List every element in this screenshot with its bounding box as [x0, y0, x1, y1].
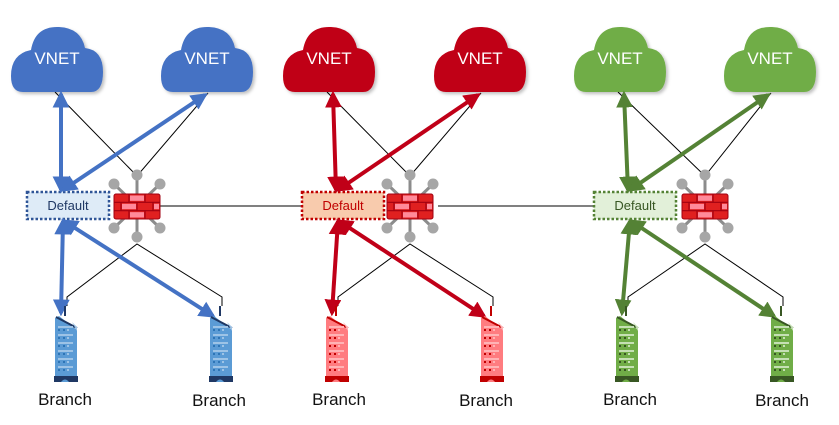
route-table-label: Default	[47, 198, 89, 213]
arrow-vnet2	[335, 93, 481, 192]
vnet-cloud: VNET	[283, 26, 375, 93]
vnet-label: VNET	[184, 49, 229, 68]
branch-label: Branch	[755, 391, 809, 410]
route-table-default[interactable]: Default	[25, 190, 111, 221]
cloud-icon	[724, 26, 816, 93]
vnet-connection-line	[617, 91, 772, 177]
firewall-icon	[108, 169, 166, 243]
cloud-icon	[161, 26, 253, 93]
vnet-cloud: VNET	[574, 26, 666, 93]
vnet-label: VNET	[34, 49, 79, 68]
firewall-icon	[381, 169, 439, 243]
branch-building-icon	[770, 306, 794, 382]
cloud-icon	[574, 26, 666, 93]
vnet-cloud: VNET	[161, 26, 253, 93]
branch-site: Branch	[755, 306, 809, 410]
route-table-default[interactable]: Default	[300, 190, 386, 221]
vnet-cloud: VNET	[434, 26, 526, 93]
branch-connection-line	[66, 243, 223, 306]
branch-site: Branch	[38, 306, 92, 409]
cloud-icon	[434, 26, 526, 93]
arrow-branch1	[324, 217, 346, 317]
branch-connection-line	[337, 243, 494, 306]
branch-site: Branch	[459, 306, 513, 410]
branch-label: Branch	[459, 391, 513, 410]
branch-building-icon	[209, 306, 233, 382]
branch-site: Branch	[192, 306, 246, 410]
route-table-label: Default	[614, 198, 656, 213]
route-arrows	[52, 90, 216, 318]
arrow-branch1	[614, 217, 638, 317]
vnet-connection-line	[326, 91, 482, 177]
vnet-connection-line	[54, 91, 209, 177]
branch-label: Branch	[192, 391, 246, 410]
arrow-vnet1	[616, 90, 636, 194]
arrow-branch2	[628, 219, 777, 318]
route-arrows	[614, 90, 777, 318]
vnet-label: VNET	[747, 49, 792, 68]
branch-building-icon	[615, 306, 639, 382]
vnet-cloud: VNET	[11, 26, 103, 93]
cloud-icon	[283, 26, 375, 93]
vnet-cloud: VNET	[724, 26, 816, 93]
route-table-label: Default	[322, 198, 364, 213]
branch-site: Branch	[312, 306, 366, 409]
branch-label: Branch	[312, 390, 366, 409]
branch-label: Branch	[38, 390, 92, 409]
branch-label: Branch	[603, 390, 657, 409]
vnet-label: VNET	[597, 49, 642, 68]
branch-building-icon	[54, 306, 78, 382]
branch-connection-line	[627, 243, 784, 306]
vnet-label: VNET	[306, 49, 351, 68]
branch-building-icon	[325, 306, 349, 382]
route-arrows	[324, 90, 487, 318]
arrow-vnet2	[60, 93, 208, 192]
route-table-default[interactable]: Default	[592, 190, 678, 221]
branch-building-icon	[480, 306, 504, 382]
branch-site: Branch	[603, 306, 657, 409]
arrow-vnet1	[325, 90, 344, 194]
arrow-branch2	[61, 219, 216, 318]
arrow-branch2	[336, 219, 487, 318]
vnet-label: VNET	[457, 49, 502, 68]
arrow-vnet2	[627, 93, 771, 192]
firewall-icon	[676, 169, 734, 243]
cloud-icon	[11, 26, 103, 93]
arrow-branch1	[52, 217, 72, 317]
